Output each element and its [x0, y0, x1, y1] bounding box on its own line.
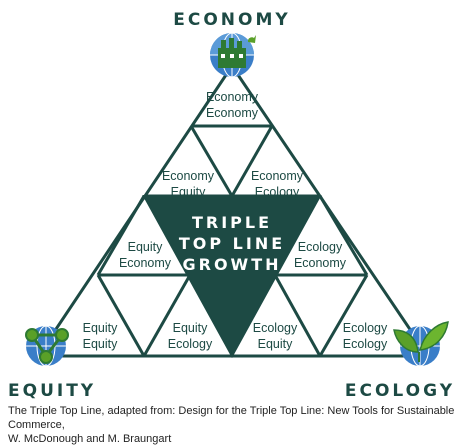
center-triangle — [142, 195, 322, 359]
caption-line-1: The Triple Top Line, adapted from: Desig… — [8, 405, 455, 431]
cell-label: Equity — [258, 337, 293, 351]
grid-line — [96, 195, 146, 276]
grid-line — [318, 195, 369, 276]
cell-label: Economy — [162, 169, 215, 183]
cell-label: Equity — [173, 321, 208, 335]
globe-factory-icon — [210, 32, 256, 78]
cell-label: Economy — [206, 106, 259, 120]
cell-label: Equity — [83, 337, 118, 351]
corner-title-equity: EQUITY — [8, 381, 96, 401]
corner-title-economy: ECONOMY — [173, 10, 290, 30]
grid-line — [96, 274, 146, 357]
cell-label: Equity — [83, 321, 118, 335]
cell-label: Economy — [206, 90, 259, 104]
grid-line — [318, 274, 369, 357]
cell-label: Equity — [128, 240, 163, 254]
cell-label: Ecology — [343, 321, 388, 335]
center-text-line-2: TOP LINE — [179, 234, 285, 253]
cell-label: Ecology — [255, 185, 300, 199]
cell-label: Equity — [171, 185, 206, 199]
cell-label: Ecology — [168, 337, 213, 351]
cell-label: Ecology — [298, 240, 343, 254]
center-text-line-1: TRIPLE — [192, 213, 272, 232]
cell-label: Economy — [119, 256, 172, 270]
center-text-line-3: GROWTH — [182, 255, 281, 274]
grid-line — [273, 274, 322, 357]
globe-leaf-icon — [393, 321, 449, 367]
cell-label: Ecology — [343, 337, 388, 351]
cell-label: Economy — [294, 256, 347, 270]
grid-line — [189, 125, 234, 197]
grid-line — [142, 274, 192, 357]
globe-people-network-icon — [25, 325, 69, 367]
caption-line-2: W. McDonough and M. Braungart — [8, 433, 172, 445]
grid-line — [230, 125, 274, 197]
cell-label: Ecology — [253, 321, 298, 335]
cell-label: Economy — [251, 169, 304, 183]
corner-title-ecology: ECOLOGY — [345, 381, 455, 401]
